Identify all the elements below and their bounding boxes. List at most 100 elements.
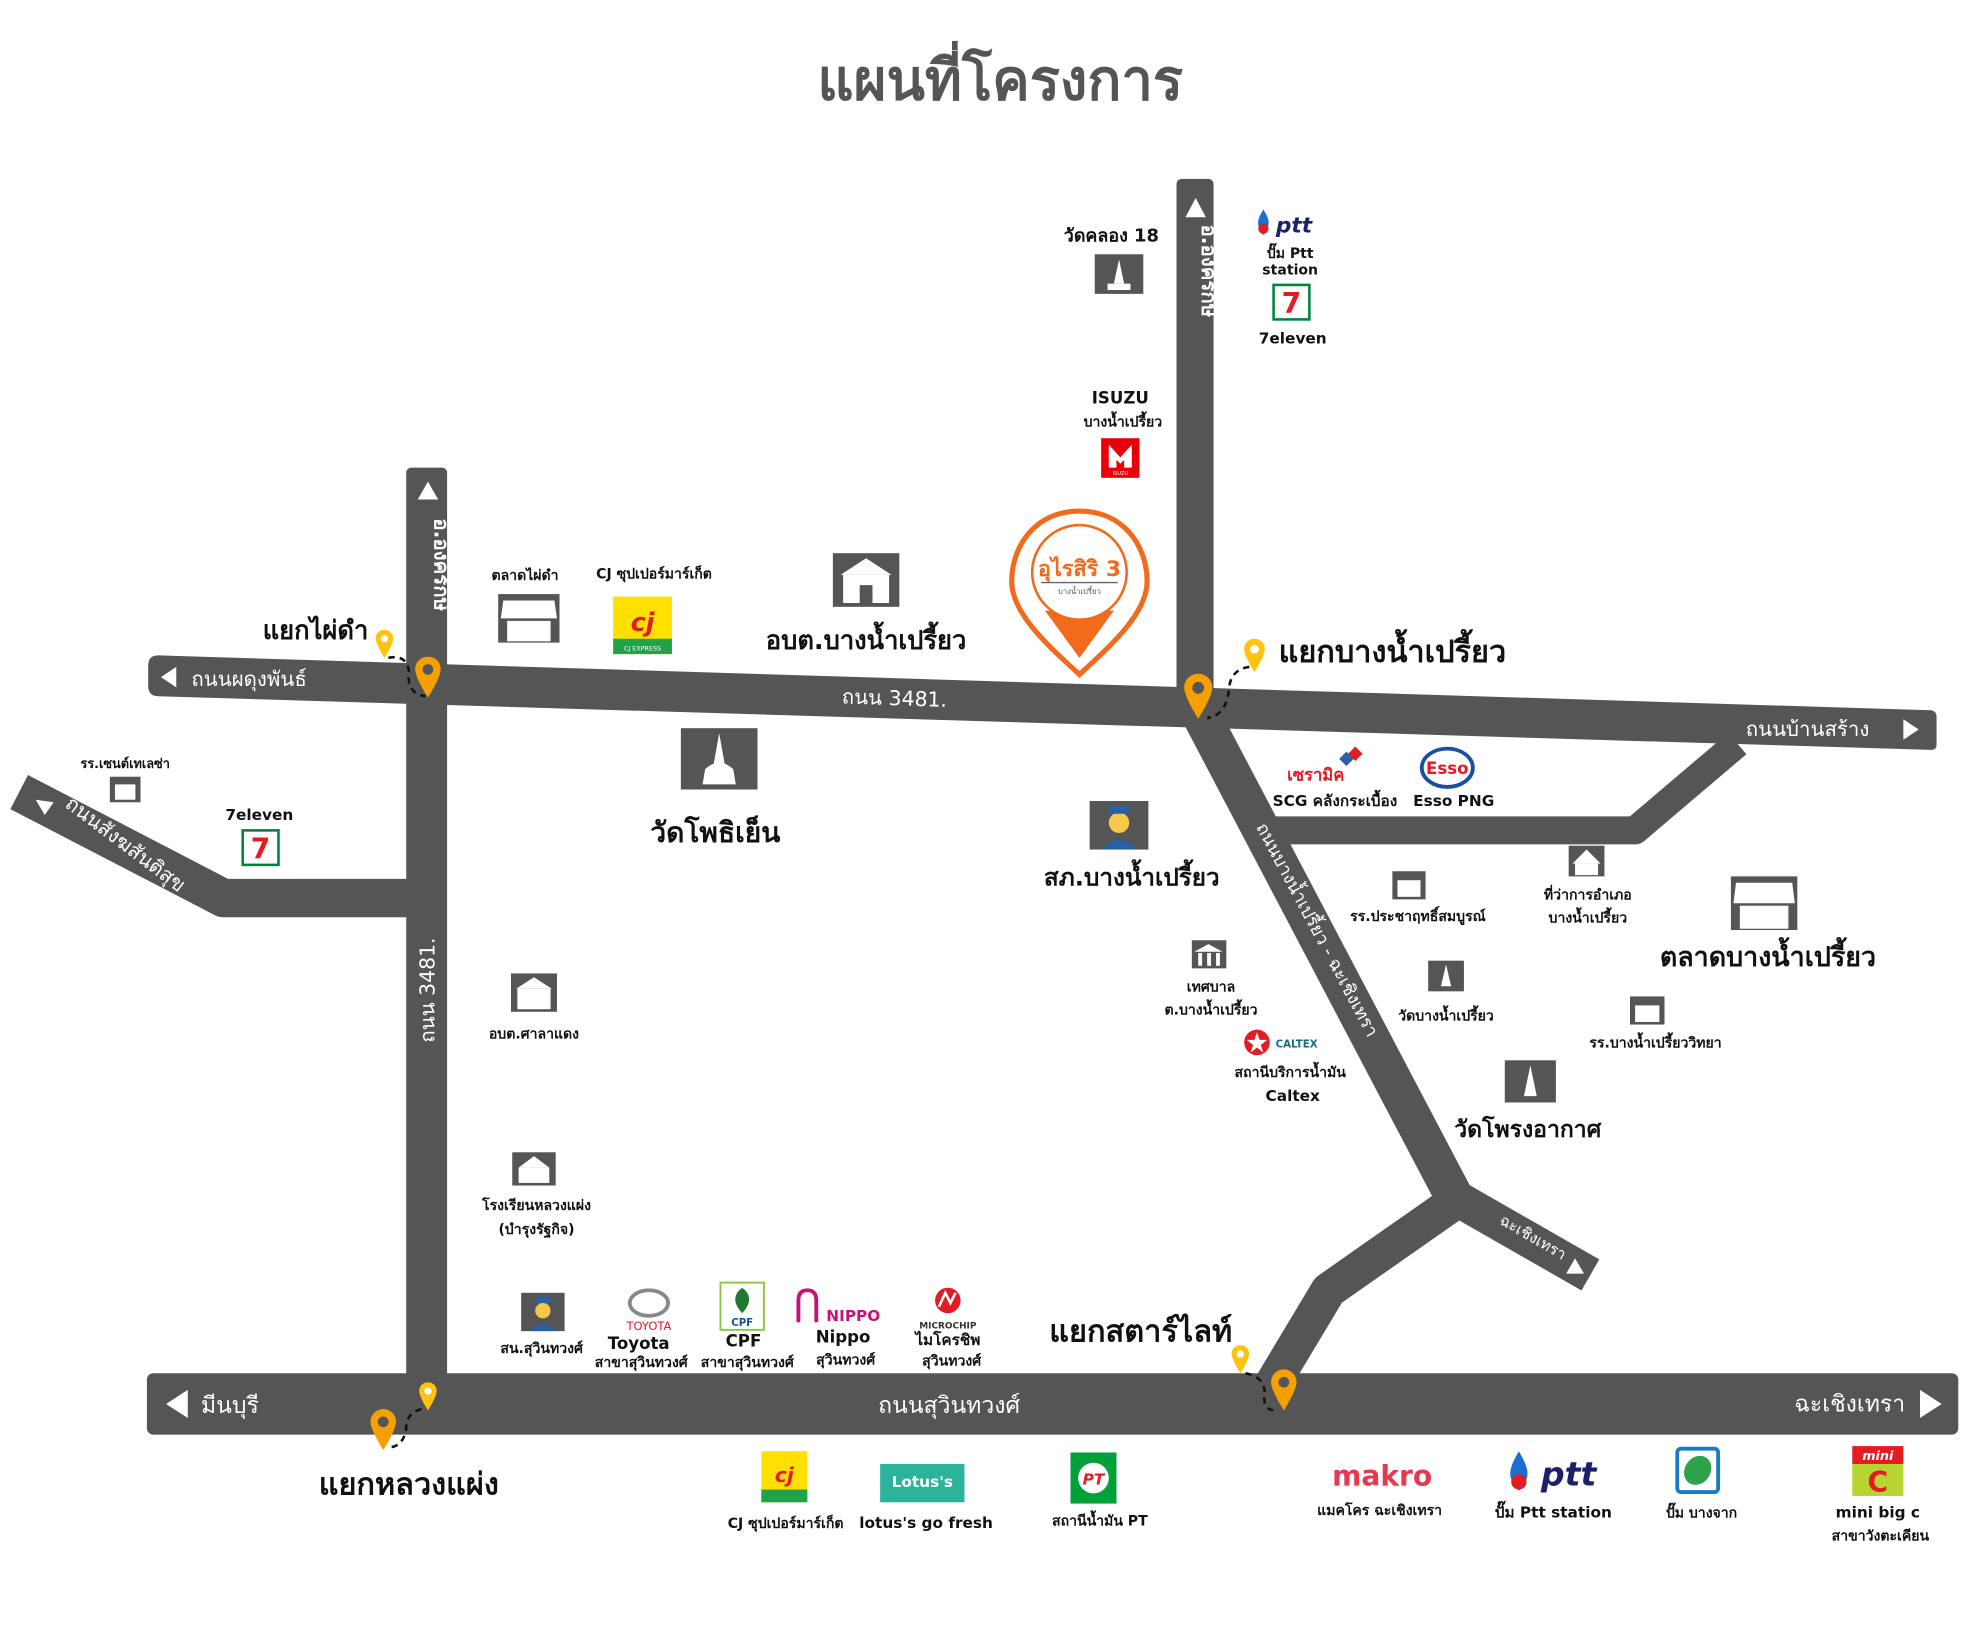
temple-icon bbox=[1428, 960, 1464, 992]
svg-text:เซรามิค: เซรามิค bbox=[1287, 766, 1344, 785]
arrow-right-icon bbox=[1903, 719, 1919, 740]
location-pin-icon bbox=[375, 629, 394, 658]
road-sangkha bbox=[10, 775, 416, 918]
label-cj-bottom: CJ ซุปเปอร์มาร์เก็ต bbox=[728, 1514, 844, 1532]
isuzu-logo: ISUZU bbox=[1101, 438, 1140, 478]
svg-text:PT: PT bbox=[1083, 1470, 1106, 1488]
label-wat-bnp: วัดบางน้ำเปรี้ยว bbox=[1398, 1005, 1494, 1025]
temple-icon bbox=[680, 728, 758, 790]
label-nippo-2: สุวินทวงศ์ bbox=[816, 1351, 876, 1368]
road-ban-sang-link bbox=[1264, 732, 1747, 845]
junction-luang-phaeng: แยกหลวงแผ่ง bbox=[319, 1468, 499, 1503]
road-label-minburi: มีนบุรี bbox=[201, 1393, 259, 1419]
svg-text:ISUZU: ISUZU bbox=[1112, 471, 1128, 477]
label-municipality-2: ต.บางน้ำเปรี้ยว bbox=[1164, 998, 1257, 1018]
cpf-logo: CPF bbox=[719, 1281, 765, 1331]
label-police-suwin: สน.สุวินทวงศ์ bbox=[500, 1340, 584, 1357]
label-wat-khlong18: วัดคลอง 18 bbox=[1064, 225, 1159, 246]
dashed-route bbox=[1245, 1372, 1275, 1412]
svg-text:ptt: ptt bbox=[1540, 1455, 1598, 1494]
cj-express-logo: cj bbox=[761, 1451, 808, 1503]
road-label-ongkharak-left: อ.องครักษ์ bbox=[429, 518, 453, 611]
pt-logo: PT bbox=[1070, 1452, 1117, 1504]
police-icon bbox=[1089, 801, 1149, 850]
lotus-logo: Lotus's bbox=[880, 1463, 965, 1503]
arrow-up-icon bbox=[417, 481, 439, 500]
market-icon bbox=[498, 594, 560, 643]
road-label-suwinthawong: ถนนสุวินทวงศ์ bbox=[878, 1392, 1020, 1419]
label-makro: แมคโคร ฉะเชิงเทรา bbox=[1317, 1501, 1442, 1519]
svg-text:CJ EXPRESS: CJ EXPRESS bbox=[624, 644, 661, 652]
label-lotus: lotus's go fresh bbox=[859, 1514, 993, 1532]
ptt-logo: ptt bbox=[1510, 1451, 1598, 1494]
road-suwinthawong bbox=[146, 1373, 1959, 1435]
svg-text:7: 7 bbox=[251, 832, 271, 865]
label-school-bnp: รร.บางน้ำเปรี้ยววิทยา bbox=[1589, 1032, 1721, 1052]
school-icon bbox=[1629, 996, 1665, 1025]
label-mini-bigc-2: สาขาวังตะเคียน bbox=[1832, 1529, 1930, 1545]
label-obt-bnp: อบต.บางน้ำเปรี้ยว bbox=[766, 621, 967, 656]
label-obt-sala-daeng: อบต.ศาลาแดง bbox=[489, 1027, 579, 1043]
road-chachoengsao-branch bbox=[1440, 1178, 1600, 1291]
caltex-logo: CALTEX bbox=[1244, 1029, 1318, 1056]
road-label-ban-sang: ถนนบ้านสร้าง bbox=[1746, 717, 1870, 741]
svg-text:MICROCHIP: MICROCHIP bbox=[919, 1322, 977, 1332]
label-microchip: ไมโครชิพ bbox=[913, 1330, 980, 1349]
svg-text:cj: cj bbox=[631, 608, 656, 638]
svg-text:TOYOTA: TOYOTA bbox=[626, 1319, 672, 1333]
project-marker[interactable]: อุไรสิริ 3 บางน้ำเปรี้ยว bbox=[1009, 508, 1150, 679]
page-title: แผนที่โครงการ bbox=[817, 41, 1183, 114]
label-wat-phrong: วัดโพรงอากาศ bbox=[1454, 1115, 1601, 1143]
label-microchip-2: สุวินทวงศ์ bbox=[922, 1353, 982, 1370]
dashed-route bbox=[388, 656, 426, 698]
svg-text:mini: mini bbox=[1862, 1449, 1894, 1464]
svg-text:CALTEX: CALTEX bbox=[1276, 1040, 1318, 1051]
road-label-bnp-chachoengsao: ถนนบางน้ำเปรี้ยว - ฉะเชิงเทรา bbox=[1251, 818, 1385, 1041]
label-caltex-2: Caltex bbox=[1266, 1087, 1321, 1105]
road-3481-main bbox=[148, 655, 1937, 750]
junction-phai-dam: แยกไผ่ดำ bbox=[263, 615, 369, 646]
seven-eleven-logo: 7 bbox=[241, 829, 280, 867]
esso-logo: Esso bbox=[1419, 746, 1475, 789]
dashed-route bbox=[1206, 665, 1250, 720]
junction-starlight: แยกสตาร์ไลท์ bbox=[1049, 1312, 1232, 1349]
label-mini-bigc: mini big c bbox=[1836, 1504, 1920, 1522]
label-scg: SCG คลังกระเบื้อง bbox=[1273, 789, 1398, 810]
label-school-luang-phaeng-2: (บำรุงรัฐกิจ) bbox=[498, 1222, 574, 1239]
label-talat-bnp: ตลาดบางน้ำเปรี้ยว bbox=[1660, 937, 1876, 973]
bangchak-logo bbox=[1675, 1446, 1721, 1495]
label-toyota-2: สาขาสุวินทวงศ์ bbox=[595, 1354, 689, 1371]
label-district-office-2: บางน้ำเปรี้ยว bbox=[1549, 906, 1628, 926]
label-ptt-station-2: station bbox=[1262, 263, 1318, 279]
road-label-ongkharak-right: อ.องครักษ์ bbox=[1197, 225, 1221, 318]
label-pt: สถานีน้ำมัน PT bbox=[1052, 1509, 1148, 1529]
svg-text:CPF: CPF bbox=[731, 1318, 753, 1329]
road-label-3481-vertical: ถนน 3481. bbox=[415, 937, 439, 1042]
label-police-bnp: สภ.บางน้ำเปรี้ยว bbox=[1044, 858, 1220, 891]
road-label-3481: ถนน 3481. bbox=[841, 685, 947, 712]
label-caltex: สถานีบริการน้ำมัน bbox=[1235, 1061, 1347, 1081]
road-label-chachoengsao: ฉะเชิงเทรา bbox=[1794, 1392, 1905, 1418]
label-cpf: CPF bbox=[726, 1331, 762, 1350]
label-bangchak: ปั๊ม บางจาก bbox=[1666, 1502, 1737, 1522]
arrow-left-icon bbox=[160, 666, 177, 688]
label-esso: Esso PNG bbox=[1413, 792, 1494, 810]
project-name: อุไรสิริ 3 bbox=[1038, 556, 1121, 583]
school-icon bbox=[512, 1152, 556, 1186]
junction-bang-nam-priao: แยกบางน้ำเปรี้ยว bbox=[1279, 629, 1507, 670]
road-vertical-left bbox=[406, 467, 448, 1388]
svg-text:C: C bbox=[1867, 1466, 1888, 1499]
label-7eleven-top: 7eleven bbox=[1259, 330, 1327, 348]
arrow-up-icon bbox=[1185, 198, 1206, 218]
label-isuzu: ISUZU bbox=[1092, 389, 1149, 408]
label-7eleven-left: 7eleven bbox=[225, 806, 293, 824]
arrow-up-icon bbox=[1566, 1258, 1584, 1274]
svg-text:makro: makro bbox=[1332, 1460, 1432, 1493]
label-cpf-2: สาขาสุวินทวงศ์ bbox=[701, 1354, 795, 1371]
microchip-logo: MICROCHIP bbox=[919, 1287, 977, 1332]
label-wat-pho-yen: วัดโพธิเย็น bbox=[650, 815, 780, 849]
label-st-theresa: รร.เซนต์เทเลซ่า bbox=[80, 756, 169, 772]
toyota-logo: TOYOTA bbox=[626, 1288, 672, 1333]
label-school-luang-phaeng: โรงเรียนหลวงแผ่ง bbox=[481, 1196, 591, 1214]
